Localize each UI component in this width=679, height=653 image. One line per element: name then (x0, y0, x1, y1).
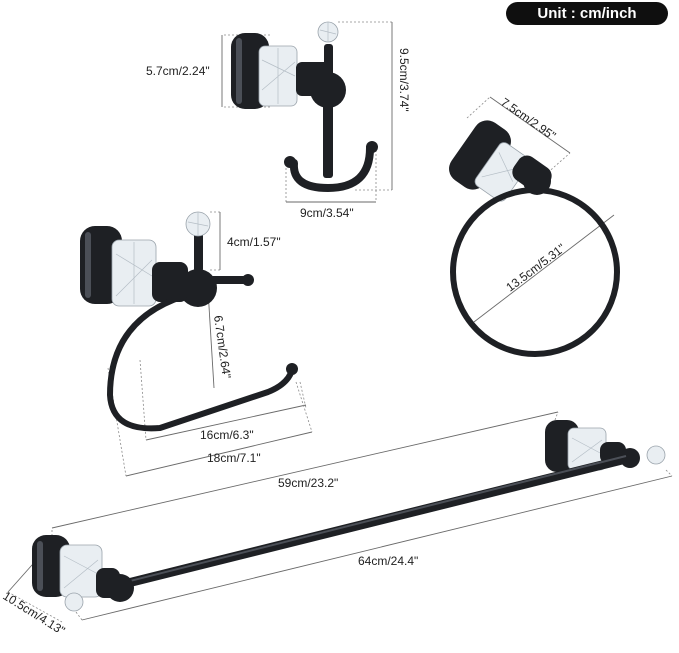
bar-rod (115, 453, 635, 590)
holder-arm (106, 293, 295, 432)
holder-knob-text: 4cm/1.57" (227, 235, 281, 249)
hook-height-text: 9.5cm/3.74" (397, 48, 411, 112)
ring-base-line (489, 96, 571, 154)
hook-hub (310, 72, 346, 108)
hook-anchor (289, 144, 374, 193)
holder-projection-line (207, 289, 215, 389)
towel-bar: 59cm/23.2" 64cm/24.4" 10.5cm/4.13" (0, 411, 673, 638)
bar-length-text: 59cm/23.2" (278, 476, 338, 490)
holder-overall-line (125, 431, 313, 477)
ring-diameter-text: 13.5cm/5.31" (503, 241, 568, 294)
holder-overall-text: 18cm/7.1" (207, 451, 261, 465)
bar-left-hub (106, 574, 134, 602)
ring-diameter-line (469, 214, 615, 326)
holder-inner-line (145, 404, 307, 441)
towel-ring: 7.5cm/2.95" 13.5cm/5.31" (449, 95, 620, 357)
bar-length-line (51, 411, 559, 529)
unit-label: Unit : cm/inch (537, 5, 637, 22)
bar-overall-line (81, 475, 673, 621)
holder-hub (179, 269, 217, 307)
bar-overall-text: 64cm/24.4" (358, 554, 418, 568)
ring-wall-base (449, 120, 511, 190)
robe-hook: 5.7cm/2.24" 9.5cm/3.74" 9cm/3.54" (146, 21, 411, 220)
holder-inner-text: 16cm/6.3" (200, 428, 254, 442)
holder-projection-text: 6.7cm/2.64" (211, 314, 234, 379)
hook-width-text: 9cm/3.54" (300, 206, 354, 220)
paper-holder: 4cm/1.57" 6.7cm/2.64" 16cm/6.3" 18cm/7.1… (80, 211, 313, 477)
unit-badge: Unit : cm/inch (506, 2, 668, 25)
hook-projection-text: 5.7cm/2.24" (146, 64, 210, 78)
bar-right-crystal-knob (646, 445, 666, 465)
bar-left-crystal (59, 544, 103, 598)
ring-loop (450, 187, 620, 357)
bar-left-crystal-knob (64, 592, 84, 612)
